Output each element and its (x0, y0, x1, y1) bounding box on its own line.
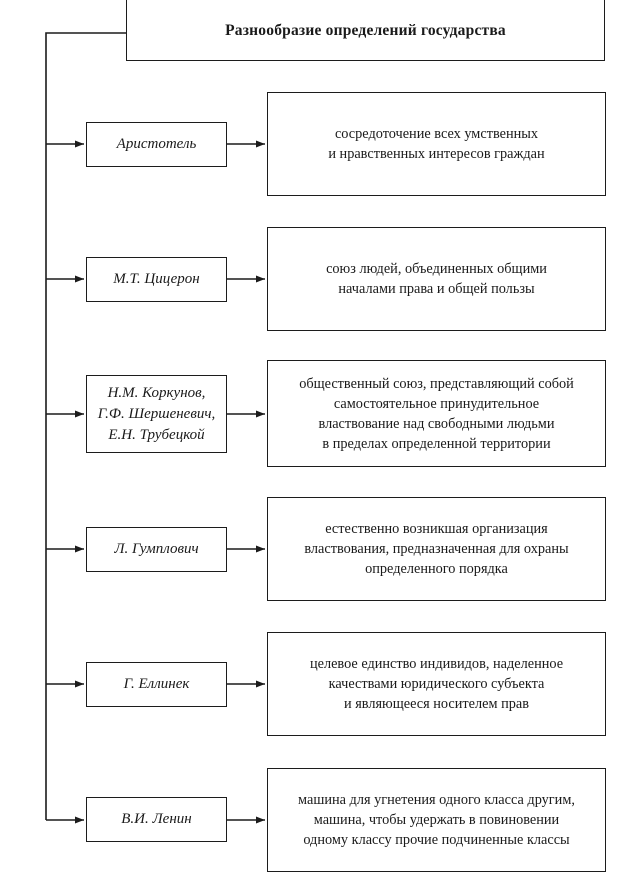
author-box-gumplowicz: Л. Гумплович (86, 527, 227, 572)
definition-box-lenin: машина для угнетения одного класса други… (267, 768, 606, 872)
author-name: Л. Гумплович (114, 541, 199, 557)
author-name: Г. Еллинек (123, 676, 190, 692)
definition-box-aristotle: сосредоточение всех умственных и нравств… (267, 92, 606, 196)
author-box-lenin: В.И. Ленин (86, 797, 227, 842)
title-box: Разнообразие определений государства (126, 0, 605, 61)
trunk-line (45, 32, 126, 820)
definition-text: общественный союз, представляющий собой … (299, 375, 574, 452)
definition-text: целевое единство индивидов, наделенное к… (309, 656, 564, 712)
author-box-jellinek: Г. Еллинек (86, 662, 227, 707)
author-name: Аристотель (116, 136, 197, 152)
diagram-title: Разнообразие определений государства (225, 21, 506, 39)
author-box-aristotle: Аристотель (86, 122, 227, 167)
definition-box-cicero: союз людей, объединенных общими началами… (267, 227, 606, 331)
definition-text: машина для угнетения одного класса други… (298, 792, 575, 848)
definition-box-jellinek: целевое единство индивидов, наделенное к… (267, 632, 606, 736)
definition-text: сосредоточение всех умственных и нравств… (328, 126, 545, 162)
definition-text: естественно возникшая организация властв… (304, 521, 569, 577)
author-name: Н.М. Коркунов, Г.Ф. Шершеневич, Е.Н. Тру… (97, 384, 216, 443)
definition-box-korkunov-group: общественный союз, представляющий собой … (267, 360, 606, 467)
definition-text: союз людей, объединенных общими началами… (326, 261, 547, 297)
author-name: В.И. Ленин (121, 811, 192, 827)
author-box-cicero: М.Т. Цицерон (86, 257, 227, 302)
author-box-korkunov-group: Н.М. Коркунов, Г.Ф. Шершеневич, Е.Н. Тру… (86, 375, 227, 453)
definition-box-gumplowicz: естественно возникшая организация властв… (267, 497, 606, 601)
author-name: М.Т. Цицерон (113, 271, 200, 287)
